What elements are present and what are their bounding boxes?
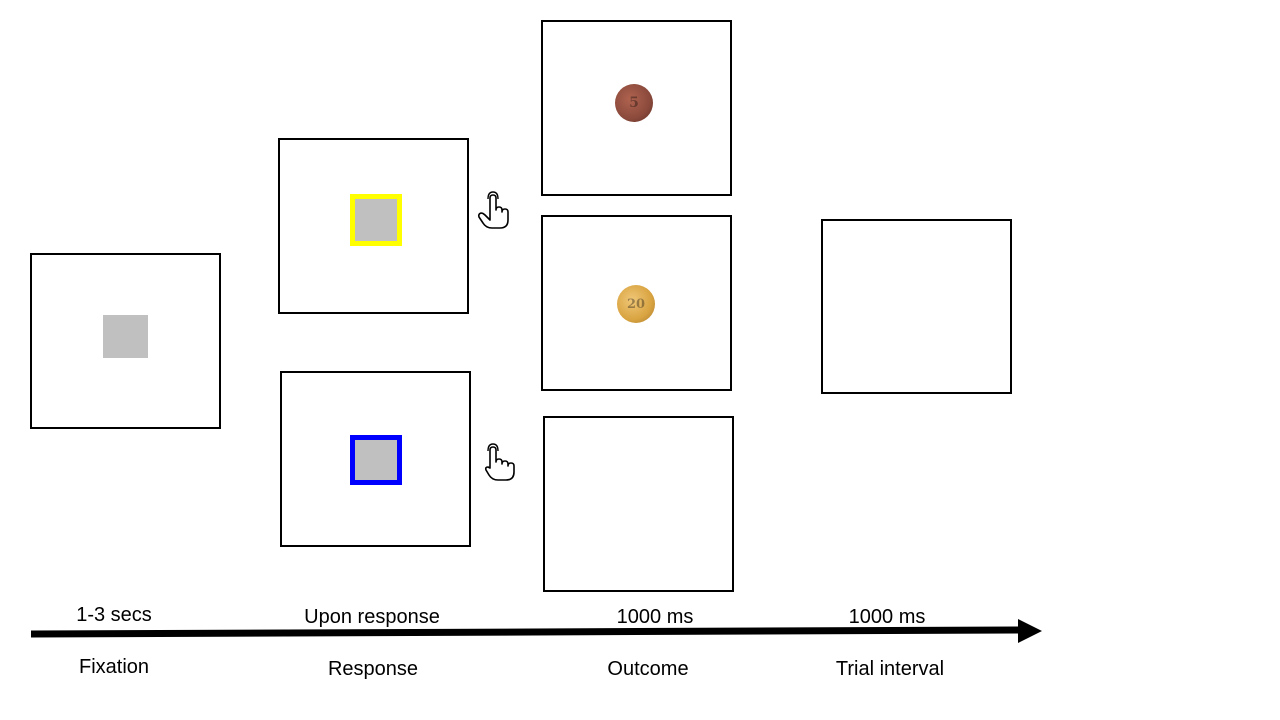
trial-interval-phase-label: Trial interval: [835, 658, 945, 680]
fixation-square: [103, 315, 148, 358]
blue-framed-stimulus: [350, 435, 402, 485]
yellow-framed-stimulus: [350, 194, 402, 246]
pointing-hand-icon: [484, 443, 515, 481]
gold-coin-icon: 20: [617, 285, 655, 323]
trial-interval-duration-label: 1000 ms: [848, 606, 926, 628]
outcome-screen-gold-coin: 20: [541, 215, 732, 391]
fixation-duration-label: 1-3 secs: [76, 604, 152, 626]
outcome-screen-blank: [543, 416, 734, 592]
response-duration-label: Upon response: [304, 606, 440, 628]
copper-coin-icon: 5: [615, 84, 653, 122]
outcome-duration-label: 1000 ms: [616, 606, 694, 628]
response-screen-blue: [280, 371, 471, 547]
outcome-phase-label: Outcome: [607, 658, 689, 680]
pointing-hand-icon: [477, 191, 509, 229]
response-phase-label: Response: [327, 658, 419, 680]
fixation-screen: [30, 253, 221, 429]
trial-interval-screen: [821, 219, 1012, 394]
outcome-screen-copper-coin: 5: [541, 20, 732, 196]
fixation-phase-label: Fixation: [78, 656, 150, 678]
response-screen-yellow: [278, 138, 469, 314]
